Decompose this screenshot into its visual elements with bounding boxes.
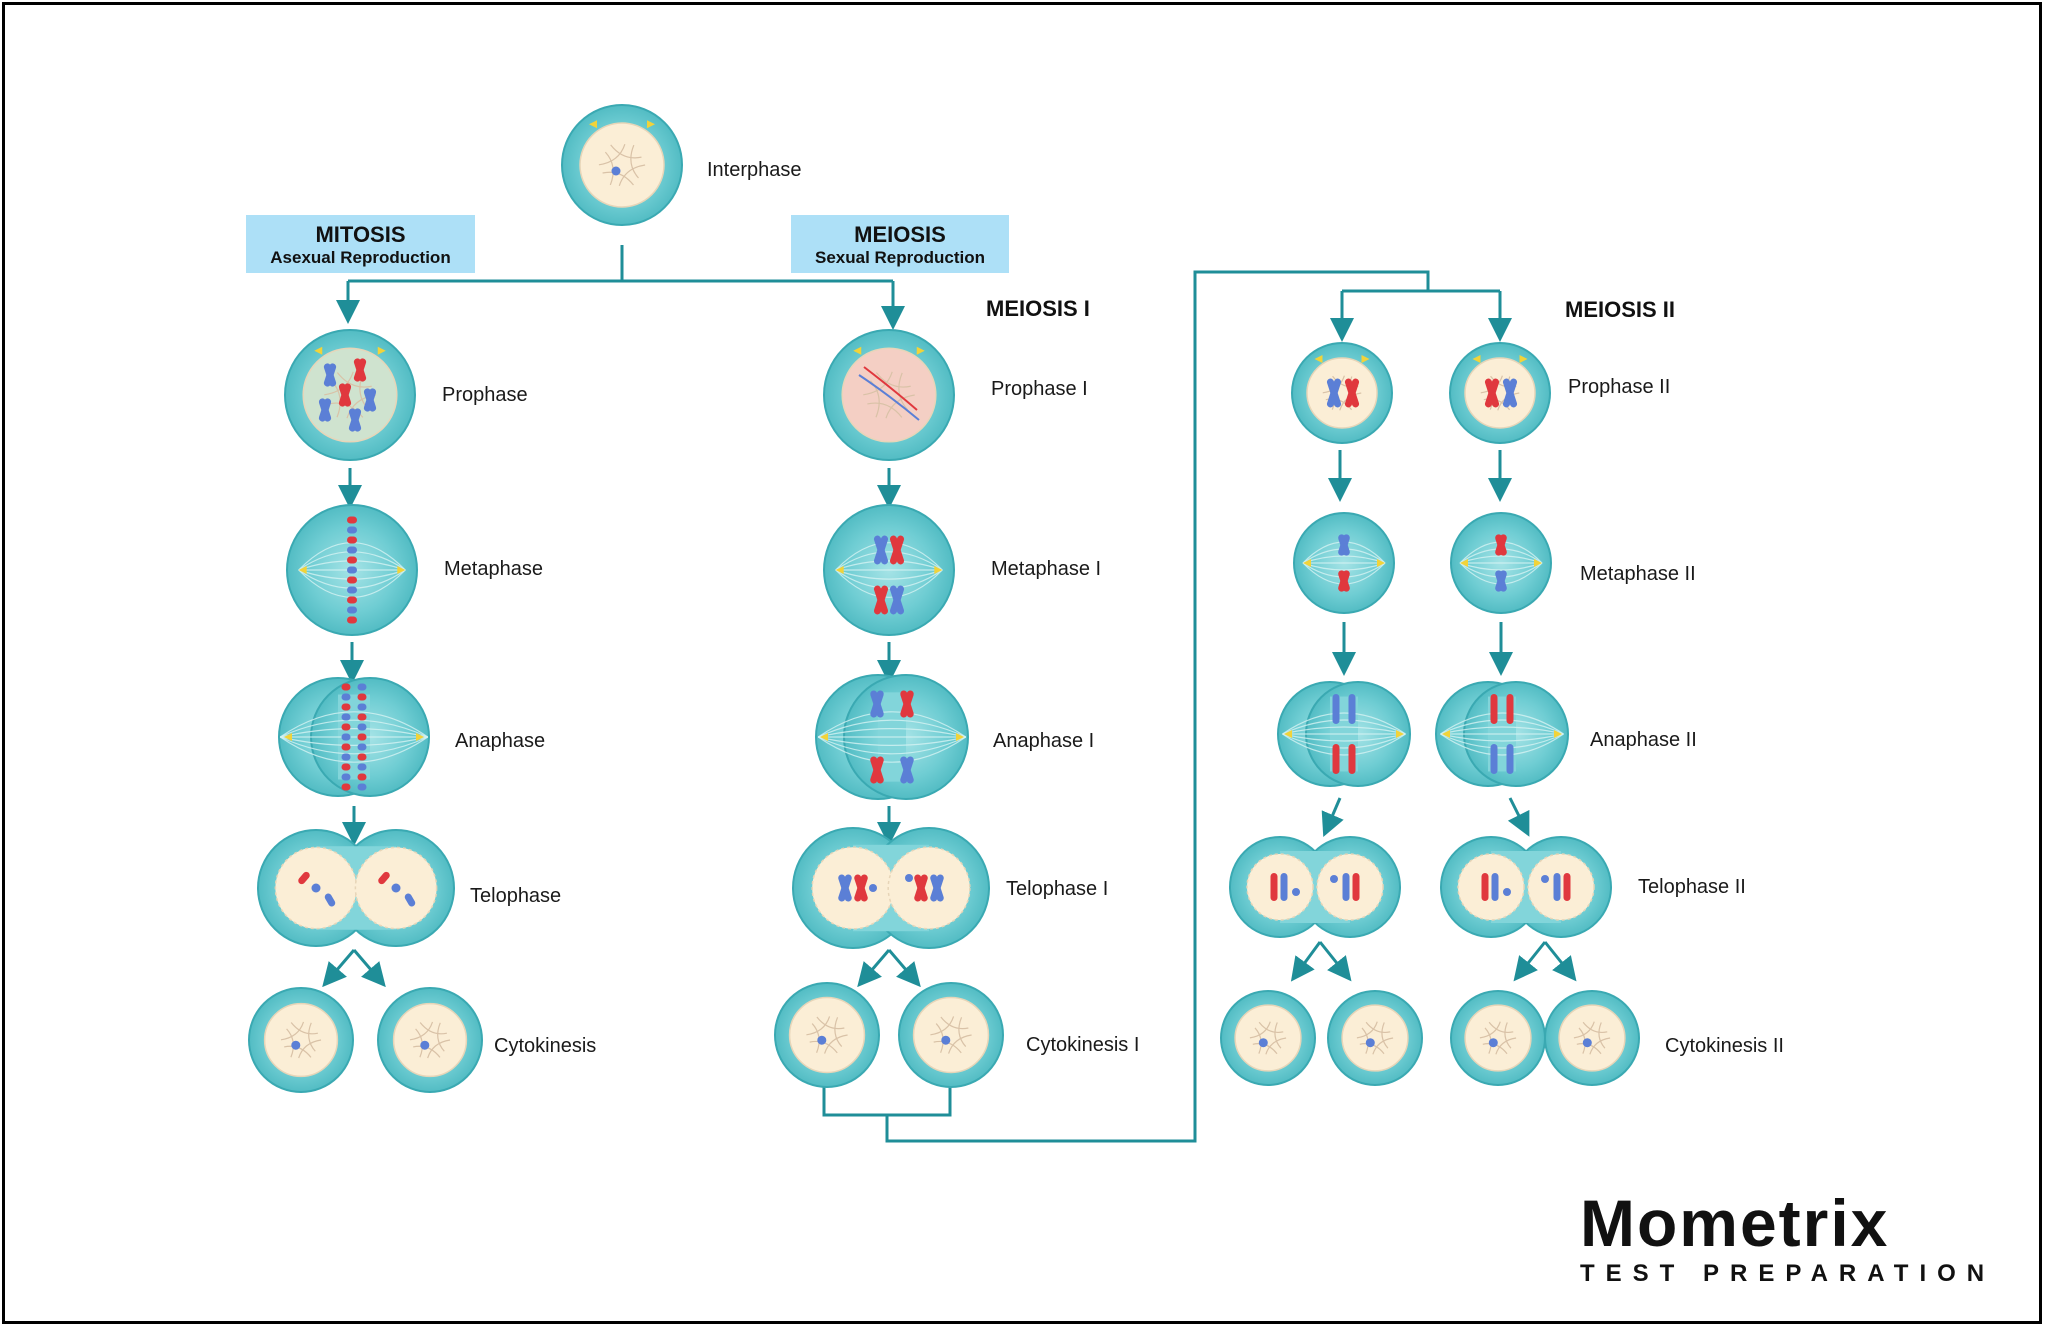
cell-meiosis2b-anaphase bbox=[1435, 681, 1569, 787]
arrow-meiosis1-fork-right bbox=[887, 949, 921, 988]
cell-meiosis1-cytokinesis-2 bbox=[898, 982, 1004, 1088]
cell-mitosis-anaphase bbox=[278, 677, 430, 797]
arrow-meiosis2b-fork-left bbox=[1513, 941, 1547, 982]
label-interphase: Interphase bbox=[707, 159, 802, 181]
cell-meiosis2b-telophase bbox=[1440, 836, 1612, 938]
cell-meiosis2b-cytokinesis-1 bbox=[1450, 990, 1546, 1086]
label-cytokinesis: Cytokinesis bbox=[494, 1035, 596, 1057]
cell-meiosis1-anaphase bbox=[815, 674, 969, 800]
mitosis-title: MITOSIS bbox=[315, 222, 406, 247]
cell-meiosis2a-cytokinesis-2 bbox=[1327, 990, 1423, 1086]
label-telophase-2: Telophase II bbox=[1638, 876, 1746, 898]
label-prophase: Prophase bbox=[442, 384, 528, 406]
label-anaphase-1: Anaphase I bbox=[993, 730, 1094, 752]
cell-meiosis1-telophase bbox=[792, 827, 990, 949]
label-telophase: Telophase bbox=[470, 885, 561, 907]
cell-meiosis1-metaphase bbox=[823, 504, 955, 636]
cell-meiosis2b-prophase bbox=[1449, 342, 1551, 444]
label-cytokinesis-1: Cytokinesis I bbox=[1026, 1034, 1139, 1056]
cell-mitosis-metaphase bbox=[286, 504, 418, 636]
header-meiosis-2: MEIOSIS II bbox=[1565, 297, 1675, 322]
logo-tagline: TEST PREPARATION bbox=[1580, 1260, 1996, 1287]
label-prophase-1: Prophase I bbox=[991, 378, 1088, 400]
meiosis-title: MEIOSIS bbox=[854, 222, 946, 247]
logo-name: Mometrix bbox=[1580, 1186, 1890, 1260]
meiosis-header-box: MEIOSIS Sexual Reproduction bbox=[791, 215, 1009, 273]
cell-mitosis-prophase bbox=[284, 329, 416, 461]
stage-arrows bbox=[322, 450, 1577, 988]
cell-mitosis-cytokinesis-1 bbox=[248, 987, 354, 1093]
cell-meiosis2a-anaphase bbox=[1277, 681, 1411, 787]
cell-interphase bbox=[561, 104, 683, 226]
arrow-meiosis2b-fork-right bbox=[1543, 941, 1577, 982]
label-metaphase-2: Metaphase II bbox=[1580, 563, 1696, 585]
cell-meiosis2a-telophase bbox=[1229, 836, 1401, 938]
cell-meiosis1-cytokinesis-1 bbox=[774, 982, 880, 1088]
label-cytokinesis-2: Cytokinesis II bbox=[1665, 1035, 1784, 1057]
cell-meiosis2a-metaphase bbox=[1293, 512, 1395, 614]
label-telophase-1: Telophase I bbox=[1006, 878, 1108, 900]
mitosis-subtitle: Asexual Reproduction bbox=[270, 248, 451, 267]
label-prophase-2: Prophase II bbox=[1568, 376, 1670, 398]
label-anaphase-2: Anaphase II bbox=[1590, 729, 1697, 751]
arrow-mitosis-fork-right bbox=[352, 949, 386, 988]
arrow-meiosis2b-3 bbox=[1507, 797, 1530, 837]
cell-meiosis2a-prophase bbox=[1291, 342, 1393, 444]
mometrix-logo: Mometrix TEST PREPARATION bbox=[1580, 1190, 2000, 1290]
arrow-meiosis1-fork-left bbox=[857, 949, 891, 988]
cell-mitosis-telophase bbox=[257, 829, 455, 947]
mitosis-header-box: MITOSIS Asexual Reproduction bbox=[246, 215, 475, 273]
arrow-mitosis-fork-left bbox=[322, 949, 356, 988]
label-metaphase: Metaphase bbox=[444, 558, 543, 580]
arrow-meiosis2a-fork-right bbox=[1318, 941, 1352, 982]
cell-meiosis2a-cytokinesis-1 bbox=[1220, 990, 1316, 1086]
arrow-meiosis2a-3 bbox=[1321, 797, 1344, 838]
cell-illustrations bbox=[248, 104, 1640, 1093]
cell-meiosis2b-cytokinesis-2 bbox=[1544, 990, 1640, 1086]
label-metaphase-1: Metaphase I bbox=[991, 558, 1101, 580]
header-meiosis-1: MEIOSIS I bbox=[986, 296, 1090, 321]
cell-mitosis-cytokinesis-2 bbox=[377, 987, 483, 1093]
arrow-meiosis2a-fork-left bbox=[1290, 941, 1322, 982]
label-anaphase: Anaphase bbox=[455, 730, 545, 752]
connector-lines bbox=[336, 245, 1512, 1143]
meiosis-subtitle: Sexual Reproduction bbox=[814, 248, 986, 267]
cell-meiosis1-prophase bbox=[823, 329, 955, 461]
cell-meiosis2b-metaphase bbox=[1450, 512, 1552, 614]
